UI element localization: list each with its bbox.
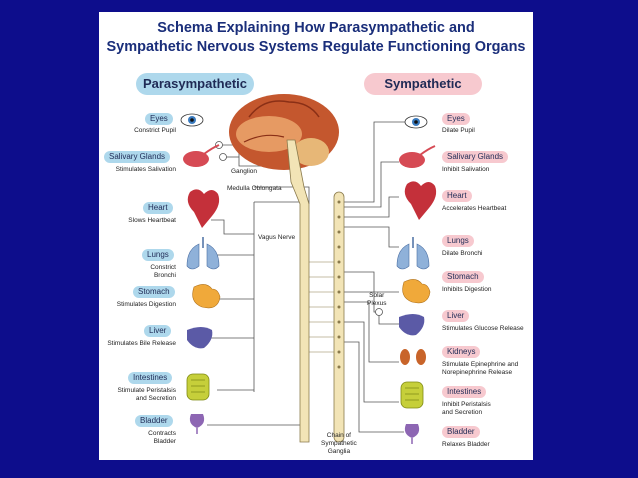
symp-label-bladder: Bladder (442, 426, 480, 438)
sympathetic-chain (333, 191, 345, 443)
symp-desc-lungs: Dilate Bronchi (442, 250, 483, 257)
ganglion-label: Ganglion (231, 168, 258, 175)
eye-icon (404, 115, 428, 129)
parasympathetic-header: Parasympathetic (136, 73, 254, 95)
symp-desc-salivary: Inhibit Salivation (442, 166, 490, 173)
symp-label-intestines: Intestines (442, 386, 487, 398)
para-label-intestines: Intestines (128, 372, 173, 384)
bladder-icon (189, 414, 205, 434)
para-label-stomach: Stomach (133, 286, 175, 298)
symp-desc-bladder: Relaxes Bladder (442, 441, 490, 448)
medulla-label: Medulla Oblongata (227, 185, 282, 192)
symp-label-eyes: Eyes (442, 113, 470, 125)
para-label-heart: Heart (143, 202, 173, 214)
intestines-icon (400, 381, 424, 409)
para-desc-eyes: Constrict Pupil (134, 127, 176, 134)
rami (309, 261, 334, 353)
para-desc-stomach: Stimulates Digestion (116, 301, 176, 308)
salivary-gland-icon (399, 145, 436, 168)
chain-ganglia-label: Chain of Sympathetic Ganglia (321, 432, 357, 455)
para-desc-heart: Slows Heartbeat (128, 217, 176, 224)
intestines-icon (186, 373, 210, 401)
para-label-eyes: Eyes (145, 113, 173, 125)
symp-label-salivary: Salivary Glands (442, 151, 509, 163)
symp-desc-stomach: Inhibits Digestion (442, 286, 492, 293)
para-label-bladder: Bladder (135, 415, 173, 427)
symp-label-heart: Heart (442, 190, 472, 202)
symp-desc-intestines: Inhibit Peristalsis and Secretion (442, 401, 491, 416)
para-label-liver: Liver (144, 325, 172, 337)
symp-label-stomach: Stomach (442, 271, 484, 283)
heart-icon (187, 189, 220, 228)
symp-desc-kidneys: Stimulate Epinephrine and Norepinephrine… (442, 361, 519, 376)
stomach-icon (192, 284, 221, 309)
para-label-lungs: Lungs (142, 249, 174, 261)
ganglion-symbol (215, 141, 383, 316)
solar-plexus-label: Solar Plexus (367, 292, 387, 307)
liver-icon (399, 314, 425, 336)
symp-label-lungs: Lungs (442, 235, 474, 247)
symp-label-liver: Liver (442, 310, 470, 322)
title-line-2: Sympathetic Nervous Systems Regulate Fun… (106, 39, 526, 55)
para-desc-intestines: Stimulate Peristalsis and Secretion (117, 387, 176, 402)
diagram-panel: Schema Explaining How Parasympathetic an… (99, 12, 533, 460)
heart-icon (404, 181, 437, 220)
salivary-gland-icon (183, 144, 220, 167)
brain-icon (229, 94, 339, 170)
liver-icon (187, 327, 213, 349)
para-desc-lungs: Constrict Bronchi (150, 264, 176, 279)
vagus-nerve-label: Vagus Nerve (258, 234, 296, 241)
spinal-cord (286, 139, 310, 443)
lungs-icon (186, 237, 220, 270)
lungs-icon (396, 237, 430, 270)
stomach-icon (402, 279, 431, 304)
chain-ganglia (337, 200, 341, 369)
para-desc-liver: Stimulates Bile Release (107, 340, 176, 347)
bladder-icon (404, 424, 420, 444)
para-label-salivary: Salivary Glands (104, 151, 171, 163)
eye-icon (180, 113, 204, 127)
sympathetic-nerves (344, 121, 409, 433)
symp-desc-eyes: Dilate Pupil (442, 127, 475, 134)
para-desc-bladder: Contracts Bladder (148, 430, 176, 445)
sympathetic-header: Sympathetic (364, 73, 482, 95)
symp-label-kidneys: Kidneys (442, 346, 481, 358)
title-line-1: Schema Explaining How Parasympathetic an… (157, 20, 475, 36)
kidneys-icon (400, 349, 426, 365)
symp-desc-liver: Stimulates Glucose Release (442, 325, 524, 332)
symp-desc-heart: Accelerates Heartbeat (442, 205, 507, 212)
para-desc-salivary: Stimulates Salivation (115, 166, 176, 173)
diagram-drawing (180, 94, 437, 444)
